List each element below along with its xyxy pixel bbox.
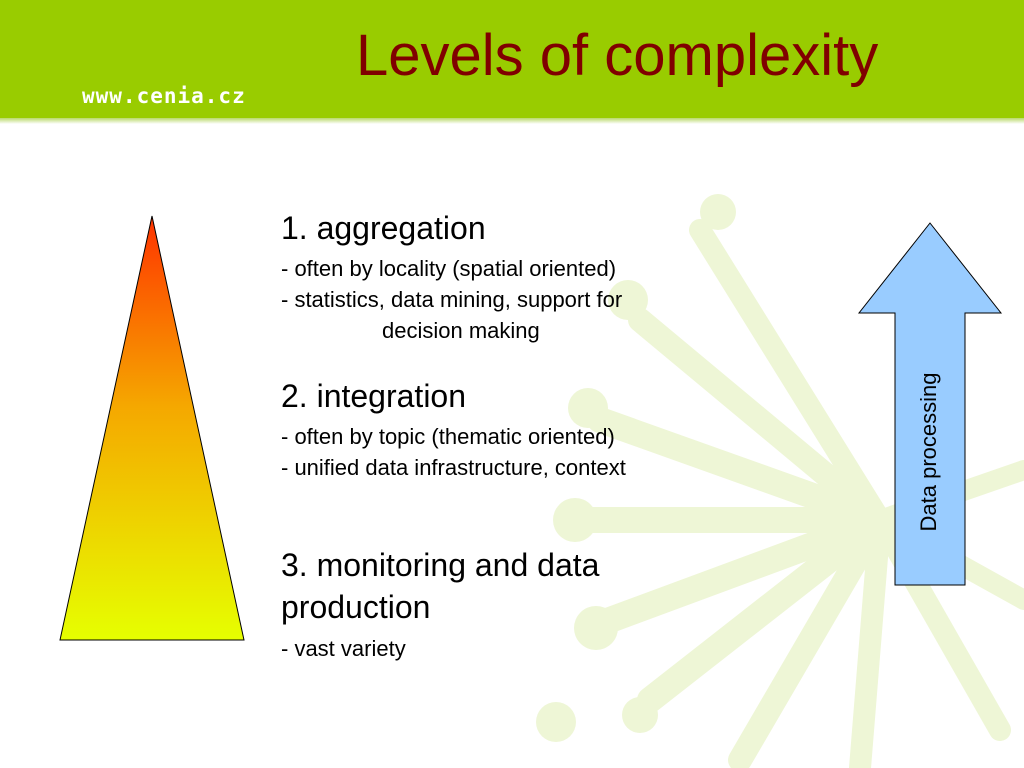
data-processing-arrow <box>857 222 1003 586</box>
data-processing-label: Data processing <box>916 372 941 532</box>
site-url: www.cenia.cz <box>82 84 246 108</box>
level-1-line-2: - statistics, data mining, support for <box>281 287 623 312</box>
level-3-line-1: - vast variety <box>281 636 406 661</box>
header-bar <box>0 0 1024 118</box>
level-2-heading: 2. integration <box>281 378 467 414</box>
level-1-heading: 1. aggregation <box>281 210 486 246</box>
level-2-line-2: - unified data infrastructure, context <box>281 455 626 480</box>
slide-title: Levels of complexity <box>356 23 879 88</box>
complexity-pyramid <box>59 215 245 641</box>
level-3-heading-line-1: 3. monitoring and data <box>281 547 600 583</box>
header-shadow <box>0 118 1024 124</box>
level-1-line-3: decision making <box>382 318 540 343</box>
level-3-heading-line-2: production <box>281 589 431 625</box>
level-2-line-1: - often by topic (thematic oriented) <box>281 424 615 449</box>
level-1-line-1: - often by locality (spatial oriented) <box>281 256 617 281</box>
